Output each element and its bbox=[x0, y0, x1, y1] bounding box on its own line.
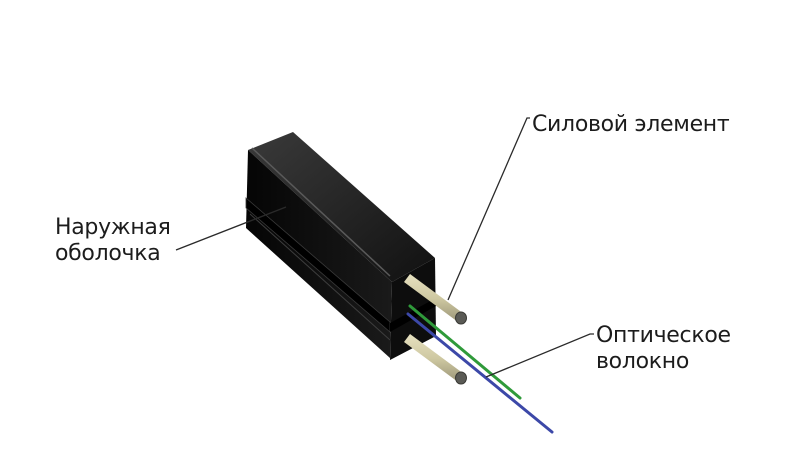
fiber-green bbox=[408, 304, 522, 400]
optical-fiber-line2: волокно bbox=[596, 349, 689, 374]
label-outer-sheath: Наружная оболочка bbox=[55, 215, 171, 267]
optical-fiber-line1: Оптическое bbox=[596, 323, 731, 348]
front-groove bbox=[390, 298, 436, 332]
sheath-side-face bbox=[246, 150, 392, 358]
optical-fibers bbox=[406, 304, 554, 434]
sheath-edge-highlight bbox=[251, 147, 391, 277]
cable-body bbox=[245, 132, 436, 360]
leader-strength-member bbox=[447, 117, 530, 301]
label-optical-fiber: Оптическое волокно bbox=[596, 323, 731, 375]
outer-sheath-line2: оболочка bbox=[55, 241, 161, 266]
leader-outer-sheath bbox=[175, 206, 287, 251]
sheath-edge-highlight-2 bbox=[249, 213, 391, 341]
leader-lines bbox=[175, 117, 594, 378]
outer-sheath-line1: Наружная bbox=[55, 215, 171, 240]
leader-optical-fiber bbox=[485, 333, 594, 378]
label-strength-member: Силовой элемент bbox=[532, 112, 730, 138]
fiber-blue bbox=[406, 312, 554, 434]
strength-member-text: Силовой элемент bbox=[532, 112, 730, 137]
strength-member-bottom bbox=[404, 334, 467, 385]
sheath-left-face bbox=[248, 132, 435, 282]
strength-member-top bbox=[404, 274, 467, 325]
